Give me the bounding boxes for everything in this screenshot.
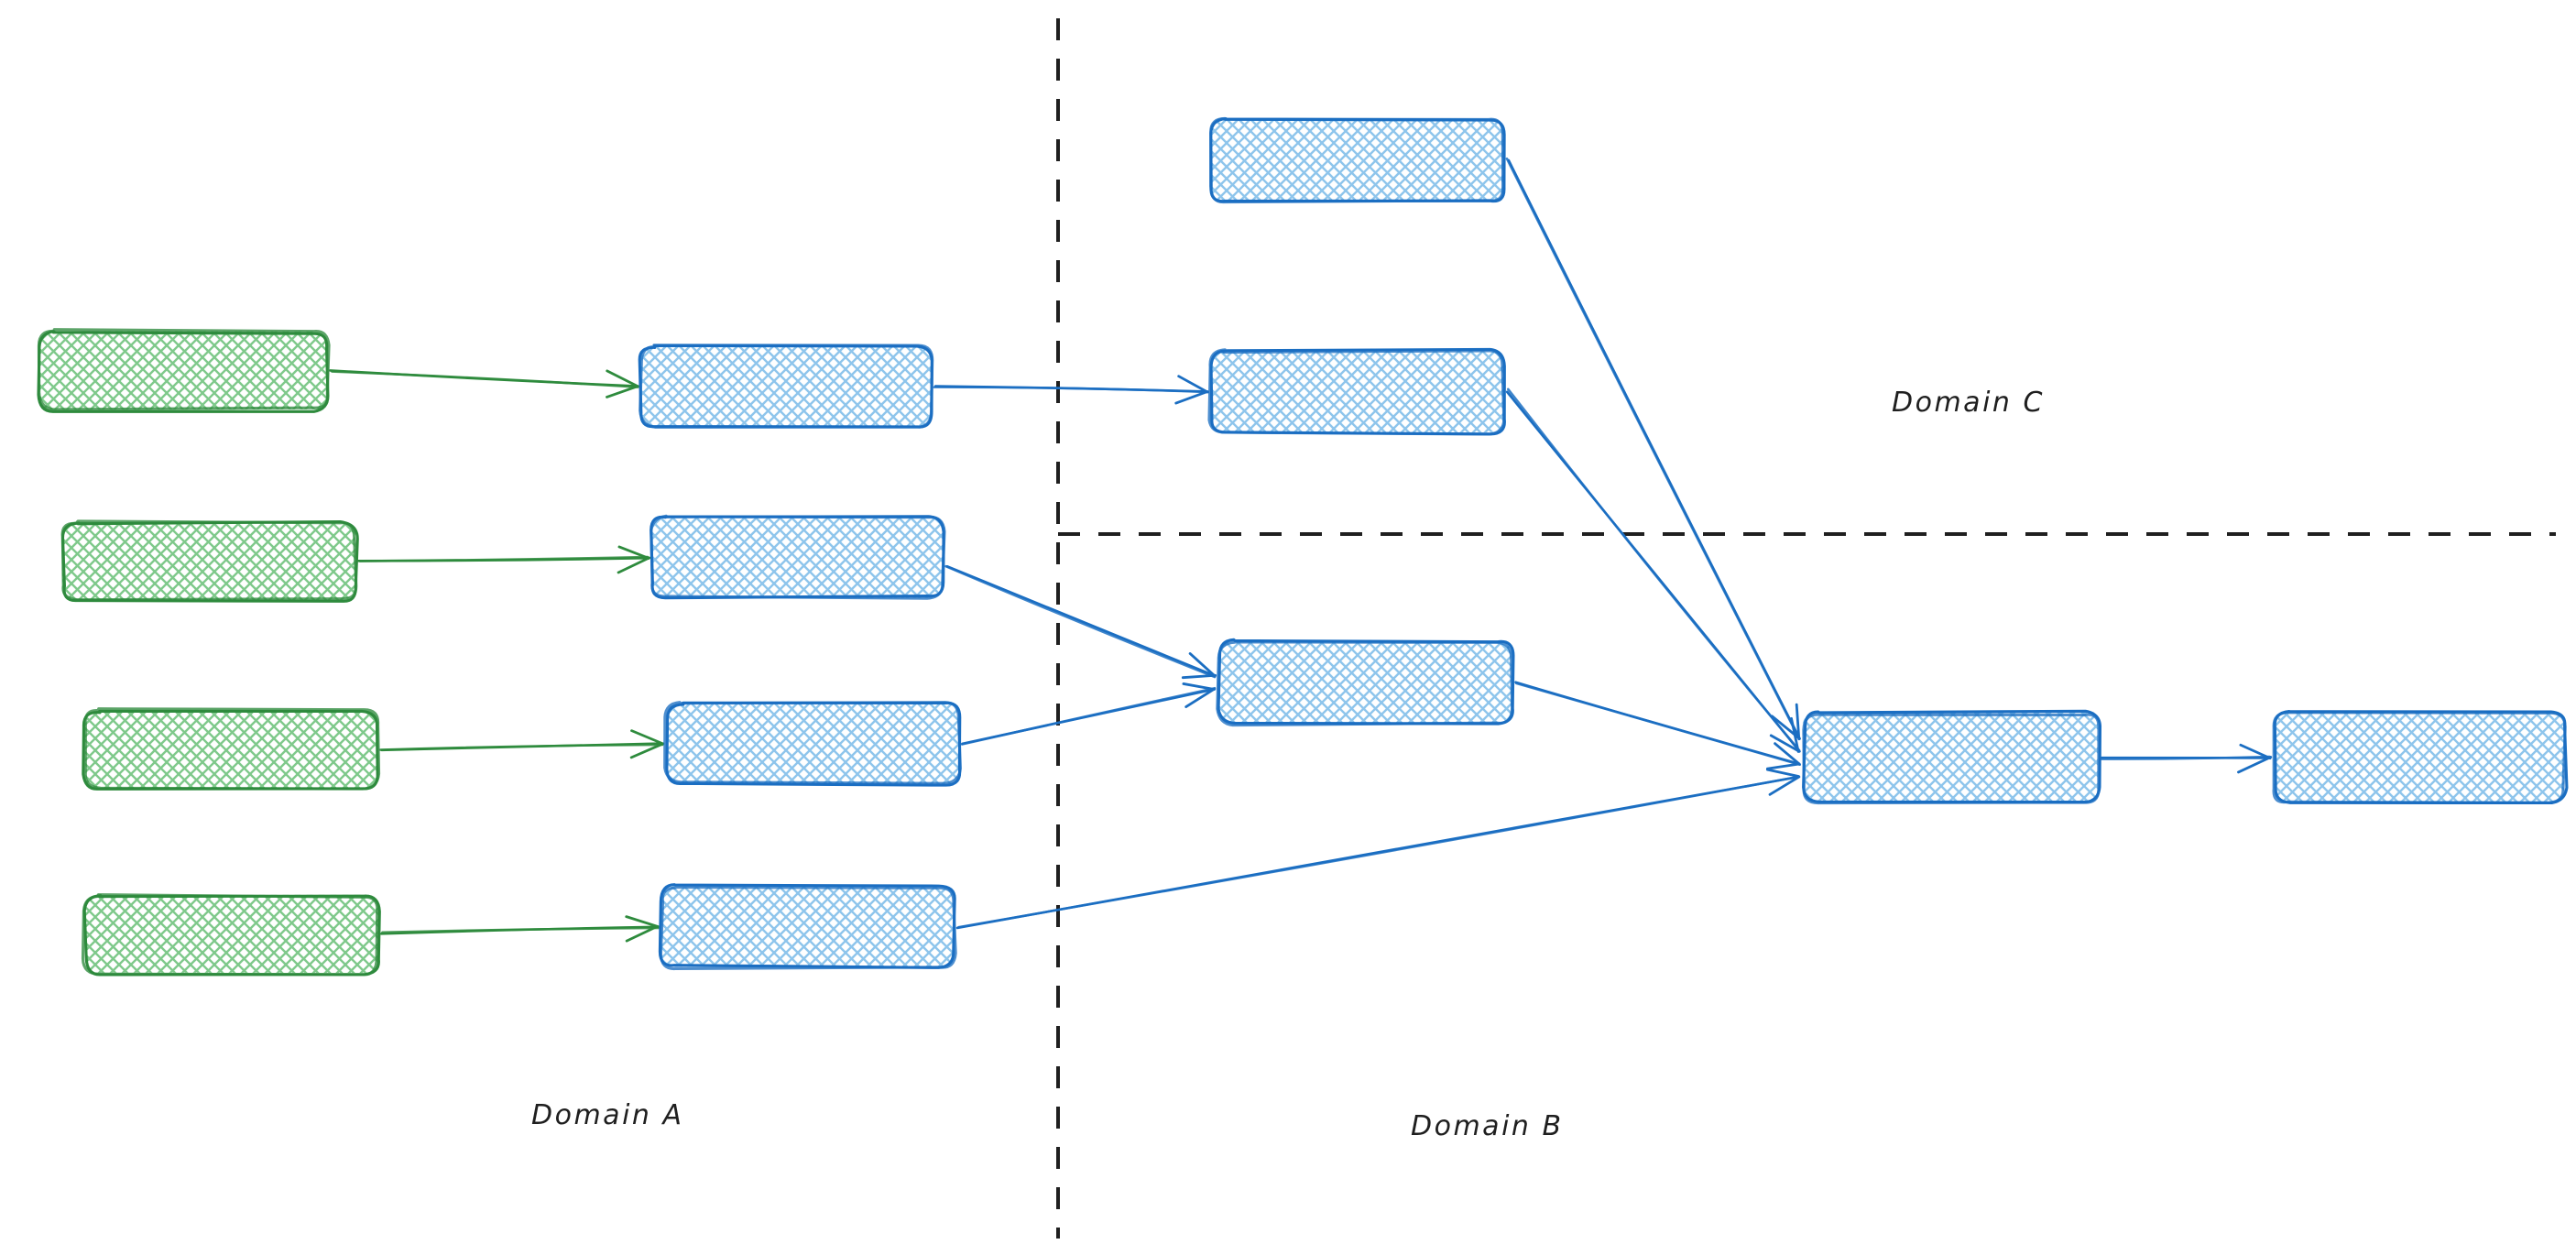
node-b2[interactable] — [649, 514, 946, 600]
domain-dividers — [1056, 18, 2556, 1239]
node-a2[interactable] — [60, 519, 359, 603]
domain-label-c: Domain C — [1892, 387, 2045, 419]
node-c1[interactable] — [1209, 116, 1506, 204]
node-c2[interactable] — [1207, 347, 1506, 436]
node-b1[interactable] — [638, 344, 934, 429]
node-b4[interactable] — [658, 883, 957, 971]
edge-d1-to-e1 — [2099, 743, 2273, 774]
edge-b1-to-c2 — [933, 375, 1210, 405]
node-layer — [37, 116, 2569, 977]
node-a4[interactable] — [81, 893, 381, 977]
node-a1[interactable] — [37, 328, 331, 413]
node-e1[interactable] — [2272, 709, 2569, 804]
edge-layer — [329, 157, 2273, 943]
node-c3[interactable] — [1216, 638, 1515, 727]
node-b3[interactable] — [663, 701, 963, 787]
domain-label-b: Domain B — [1411, 1110, 1564, 1142]
edge-b4-to-d1 — [955, 768, 1801, 930]
edge-b3-to-c3 — [960, 682, 1217, 746]
edge-c2-to-d1 — [1505, 387, 1801, 753]
edge-c3-to-d1 — [1514, 681, 1802, 770]
edge-a4-to-b4 — [379, 915, 660, 943]
edge-a2-to-b2 — [356, 545, 651, 574]
edge-b2-to-c3 — [944, 564, 1217, 680]
domain-label-a: Domain A — [531, 1099, 684, 1131]
node-a3[interactable] — [82, 707, 381, 791]
node-d1[interactable] — [1802, 709, 2102, 805]
edge-a3-to-b3 — [378, 729, 665, 759]
edge-c1-to-d1 — [1505, 157, 1801, 741]
edge-a1-to-b1 — [329, 369, 639, 398]
